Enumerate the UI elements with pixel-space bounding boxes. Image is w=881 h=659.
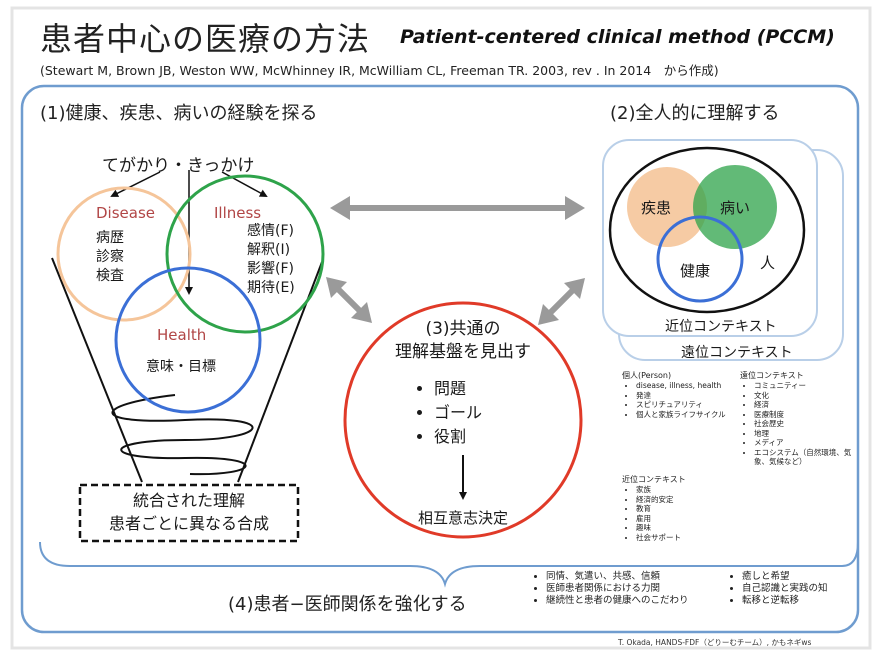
illness-item: 影響(F): [247, 261, 294, 277]
page-title-english: Patient-centered clinical method (PCCM): [400, 26, 835, 48]
illness-item: 感情(F): [247, 223, 294, 239]
section1-heading: (1)健康、疾患、病いの経験を探る: [40, 103, 318, 124]
list-item: エコシステム（自然環境、気象、気候など）: [754, 448, 852, 467]
list-item: 医師患者関係における力関: [546, 583, 689, 595]
proximal-column-title: 近位コンテキスト: [622, 475, 686, 484]
list-item: コミュニティー: [754, 381, 852, 391]
list-item: 転移と逆転移: [742, 595, 828, 607]
proximal-column: 近位コンテキスト 家族 経済的安定 教育 雇用 趣味 社会サポート: [622, 474, 734, 542]
list-item: 発達: [636, 391, 734, 401]
illness-circle: [165, 174, 325, 334]
disease-circle: [56, 186, 192, 322]
health-items: 意味・目標: [146, 359, 216, 375]
distal-column: 遠位コンテキスト コミュニティー 文化 経済 医療制度 社会歴史 地理 メディア…: [740, 370, 852, 467]
illness-items: 感情(F) 解釈(I) 影響(F) 期待(E): [247, 222, 295, 298]
spiral: [111, 394, 254, 476]
section4-list-left: 同情、気遣い、共感、信頼 医師患者関係における力関 継続性と患者の健康へのこだわ…: [532, 571, 689, 607]
common-ground-circle: [343, 301, 583, 539]
citation: (Stewart M, Brown JB, Weston WW, McWhinn…: [40, 63, 719, 78]
credit: T. Okada, HANDS-FDF（どりーむチーム）, かもネギws: [618, 638, 812, 647]
s2-disease-label: 疾患: [641, 199, 672, 217]
arrow-section1-section2: [330, 196, 585, 220]
list-item: 継続性と患者の健康へのこだわり: [546, 595, 689, 607]
disease-label: Disease: [96, 204, 155, 222]
funnel-line-left: [51, 257, 143, 483]
s2-illness-circle: [693, 165, 777, 249]
list-item: 自己認識と実践の知: [742, 583, 828, 595]
health-label: Health: [157, 326, 207, 344]
list-item: 同情、気遣い、共感、信頼: [546, 571, 689, 583]
illness-item: 解釈(I): [247, 242, 291, 258]
list-item: 地理: [754, 429, 852, 439]
integrated-line2: 患者ごとに異なる合成: [108, 514, 269, 533]
s2-health-circle: [656, 215, 744, 303]
distal-context-label: 遠位コンテキスト: [681, 345, 793, 361]
list-item: ゴール: [434, 401, 482, 425]
person-column: 個人(Person) disease, illness, health 発達 ス…: [622, 370, 734, 419]
s2-health-label: 健康: [680, 262, 711, 280]
health-circle: [114, 266, 262, 414]
list-item: 教育: [636, 504, 734, 514]
list-item: 趣味: [636, 523, 734, 533]
list-item: 雇用: [636, 514, 734, 524]
s2-disease-circle: [627, 167, 707, 247]
slide-border: [10, 6, 872, 650]
trigger-label: てがかり・きっかけ: [102, 156, 255, 176]
section3-heading-line1: (3)共通の: [425, 319, 501, 339]
illness-label: Illness: [214, 204, 262, 222]
list-item: 経済的安定: [636, 495, 734, 505]
section3-heading: (3)共通の 理解基盤を見出す: [345, 318, 581, 364]
section3-items: 問題 ゴール 役割: [412, 377, 482, 449]
section2-heading: (2)全人的に理解する: [610, 103, 780, 124]
trigger-arrow-disease: [110, 171, 161, 197]
person-label: 人: [760, 254, 776, 272]
s2-illness-label: 病い: [720, 199, 751, 217]
section4-heading: (4)患者−医師関係を強化する: [228, 594, 467, 615]
list-item: スピリチュアリティ: [636, 400, 734, 410]
list-item: 役割: [434, 425, 482, 449]
mutual-decision-label: 相互意志決定: [417, 509, 508, 527]
list-item: 経済: [754, 400, 852, 410]
list-item: 個人と家族ライフサイクル: [636, 410, 734, 420]
integrated-box: [78, 483, 300, 543]
proximal-context-label: 近位コンテキスト: [665, 319, 777, 335]
list-item: 癒しと希望: [742, 571, 828, 583]
list-item: メディア: [754, 438, 852, 448]
list-item: 社会サポート: [636, 533, 734, 543]
list-item: disease, illness, health: [636, 381, 734, 391]
disease-item: 診察: [96, 249, 124, 265]
integrated-line1: 統合された理解: [132, 491, 245, 510]
main-frame: [20, 84, 860, 634]
person-column-title: 個人(Person): [622, 371, 672, 380]
list-item: 社会歴史: [754, 419, 852, 429]
distal-column-title: 遠位コンテキスト: [740, 371, 804, 380]
list-item: 問題: [434, 377, 482, 401]
section3-heading-line2: 理解基盤を見出す: [395, 342, 531, 362]
person-ellipse: [608, 146, 806, 314]
arrow-section2-section3: [538, 278, 585, 325]
disease-items: 病歴 診察 検査: [96, 229, 124, 286]
disease-item: 病歴: [96, 230, 124, 246]
illness-item: 期待(E): [247, 280, 295, 296]
list-item: 医療制度: [754, 410, 852, 420]
list-item: 家族: [636, 485, 734, 495]
page-title: 患者中心の医療の方法: [40, 20, 371, 58]
trigger-arrow-illness: [221, 171, 268, 197]
arrow-section1-section3: [326, 277, 372, 323]
list-item: 文化: [754, 391, 852, 401]
section4-bracket: [39, 541, 859, 588]
integrated-understanding: 統合された理解 患者ごとに異なる合成: [80, 489, 298, 535]
disease-item: 検査: [96, 268, 124, 284]
section4-list-right: 癒しと希望 自己認識と実践の知 転移と逆転移: [728, 571, 828, 607]
